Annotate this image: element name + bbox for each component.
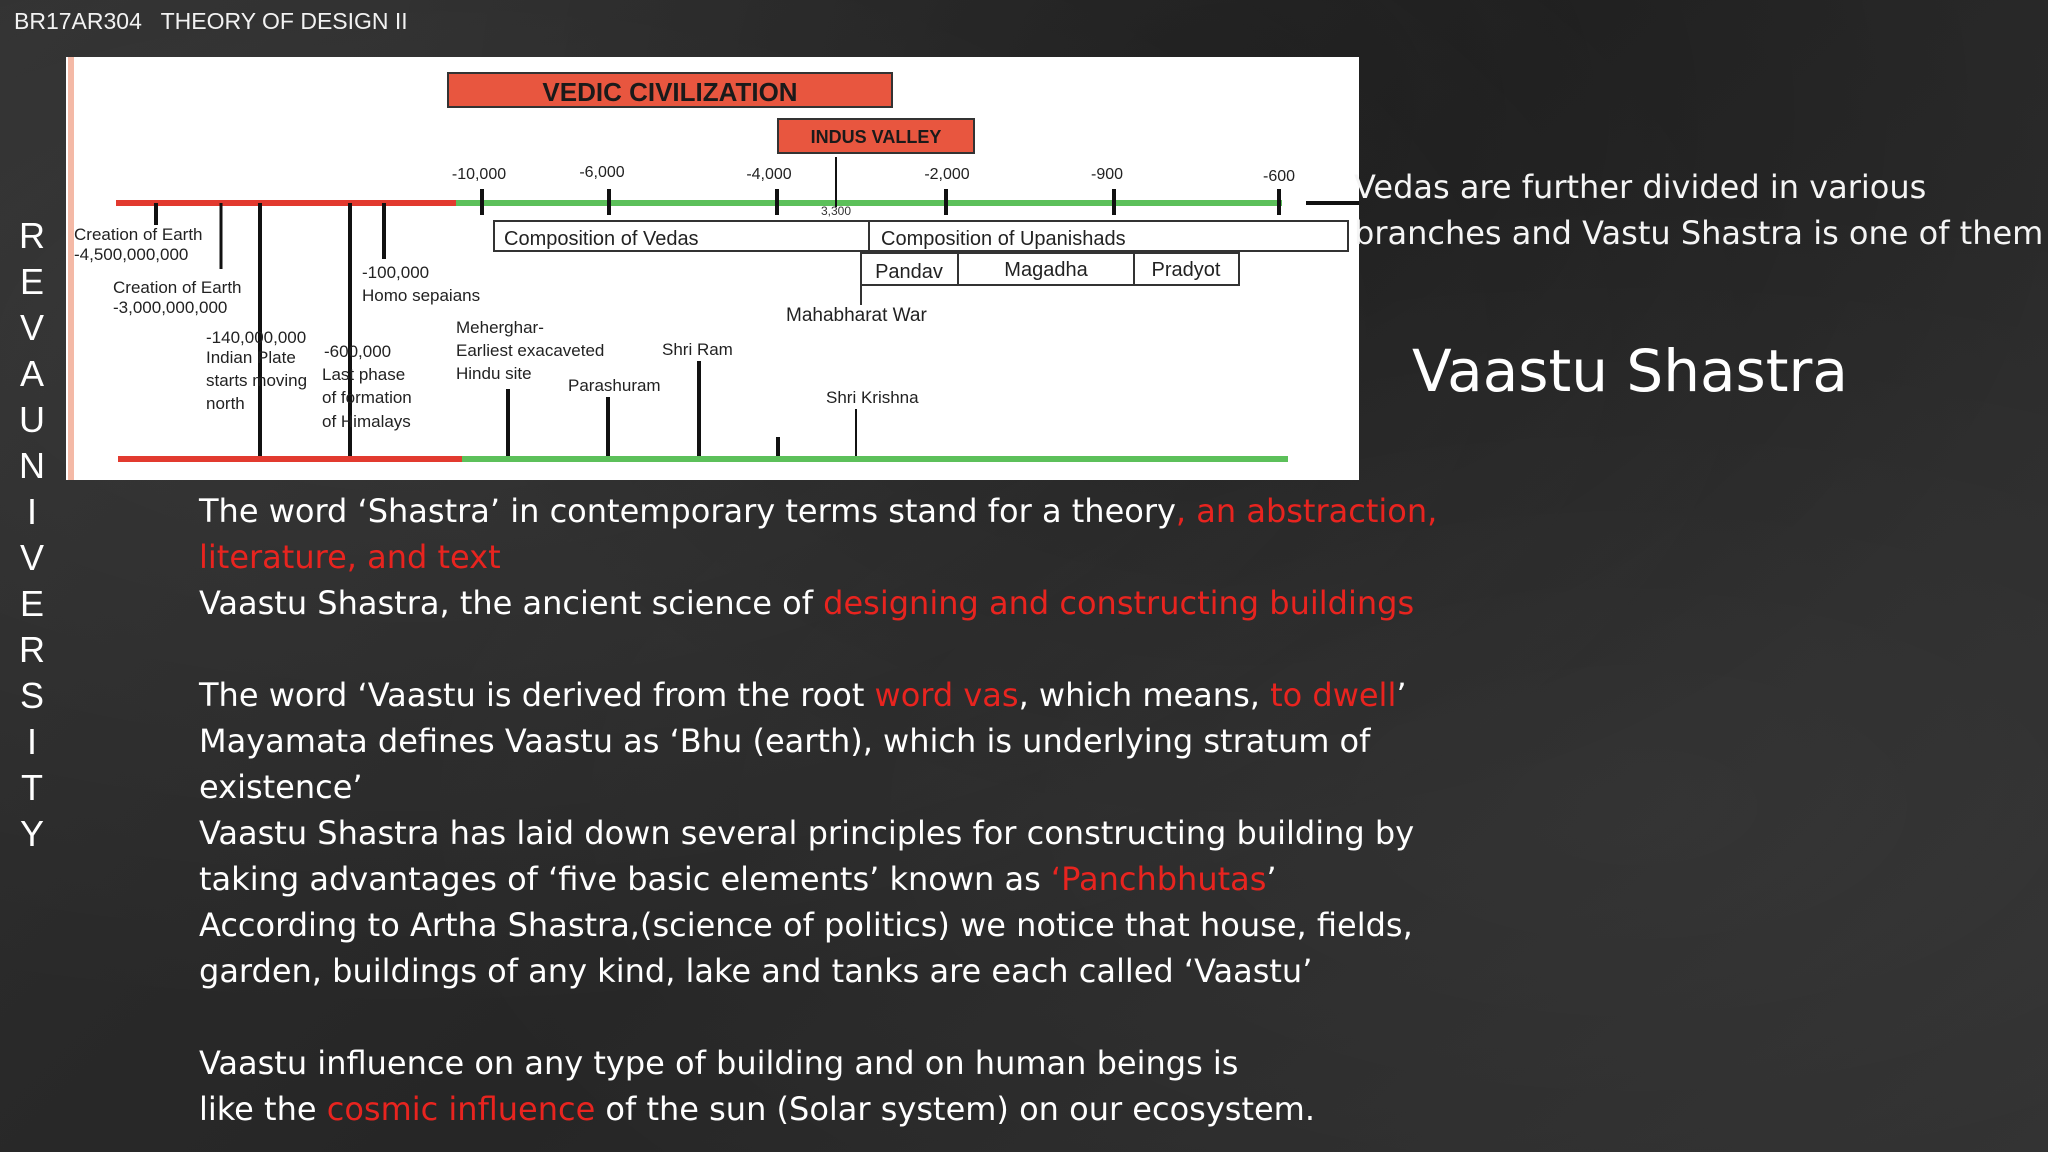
timeline-diagram: VEDIC CIVILIZATION INDUS VALLEY -10,000 … [68, 57, 1359, 480]
pradyot-box [1133, 252, 1240, 286]
vedas-note: Vedas are further divided in various bra… [1354, 164, 2044, 256]
tick-label-6000: -6,000 [579, 164, 624, 181]
event-himalaya-line1: Last phase [322, 365, 405, 384]
indus-valley-box [777, 118, 975, 154]
magadha-label: Magadha [1004, 259, 1088, 281]
course-header: BR17AR304 THEORY OF DESIGN II [14, 8, 408, 34]
tick-label-10000: -10,000 [452, 166, 506, 183]
vertical-letter: Y [19, 813, 44, 854]
paragraph-influence-line2: like the cosmic influence of the sun (So… [199, 1090, 1316, 1128]
paragraph-influence-line1: Vaastu influence on any type of building… [199, 1044, 1239, 1082]
vertical-letter: U [19, 399, 45, 440]
pandav-label: Pandav [875, 261, 943, 283]
vedas-note-line2: branches and Vastu Shastra is one of the… [1354, 214, 2044, 252]
mahabharat-label: Mahabharat War [786, 305, 927, 326]
event-homo-date: -100,000 [362, 263, 429, 282]
event-indian-plate-line1: Indian Plate [206, 348, 296, 367]
body-text: The word ‘Shastra’ in contemporary terms… [199, 488, 1459, 1132]
event-shri-krishna: Shri Krishna [826, 388, 919, 407]
upanishads-bar [868, 220, 1349, 252]
event-homo-name: Homo sepaians [362, 286, 480, 305]
event-indian-plate-line2: starts moving [206, 371, 307, 390]
event-creation-earth-2-name: Creation of Earth [113, 278, 242, 297]
vertical-letter: I [26, 491, 37, 532]
paragraph-vaastu-science: Vaastu Shastra, the ancient science of d… [199, 584, 1415, 622]
tick-label-4000: -4,000 [746, 166, 791, 183]
indus-valley-label: INDUS VALLEY [811, 127, 942, 147]
vedic-civilization-box [447, 72, 893, 108]
vertical-letter: A [19, 353, 44, 394]
vertical-letter: N [19, 445, 45, 486]
paragraph-shastra: The word ‘Shastra’ in contemporary terms… [199, 492, 1438, 576]
vertical-letter: V [19, 537, 44, 578]
vertical-letter: E [19, 261, 44, 302]
paragraph-artha-shastra: According to Artha Shastra,(science of p… [199, 906, 1413, 990]
event-meherghar-line2: Earliest exacaveted [456, 341, 604, 360]
vertical-letter: V [19, 307, 44, 348]
event-shri-ram: Shri Ram [662, 340, 733, 359]
vertical-letter: R [19, 629, 45, 670]
tick-label-3300: 3,300 [821, 204, 851, 218]
vedas-note-line1: Vedas are further divided in various [1354, 168, 1927, 206]
tick-label-600: -600 [1263, 168, 1295, 185]
event-himalaya-line2: of formation [322, 388, 412, 407]
slide-title: Vaastu Shastra [1412, 337, 1848, 405]
vertical-letter: T [21, 767, 43, 808]
paragraph-mayamata: Mayamata defines Vaastu as ‘Bhu (earth),… [199, 722, 1371, 806]
event-creation-earth-2-date: -3,000,000,000 [113, 298, 227, 317]
event-meherghar-line3: Hindu site [456, 364, 532, 383]
paragraph-principles: Vaastu Shastra has laid down several pri… [199, 814, 1415, 898]
event-creation-earth-1-name: Creation of Earth [74, 225, 203, 244]
vertical-letter: R [19, 215, 45, 256]
upanishads-bar-label: Composition of Upanishads [881, 228, 1126, 250]
event-himalaya-line3: of Himalays [322, 412, 411, 431]
vedas-bar-label: Composition of Vedas [504, 228, 699, 250]
event-himalaya-date: -600,000 [324, 342, 391, 361]
vertical-letter: S [19, 675, 44, 716]
event-meherghar-line1: Meherghar- [456, 318, 544, 337]
event-parashuram: Parashuram [568, 376, 661, 395]
vedic-civilization-label: VEDIC CIVILIZATION [542, 77, 797, 107]
paragraph-vaastu-root: The word ‘Vaastu is derived from the roo… [199, 676, 1407, 714]
event-indian-plate-line3: north [206, 394, 245, 413]
vertical-letter: E [19, 583, 44, 624]
event-indian-plate-date: -140,000,000 [206, 328, 306, 347]
timeline-image: VEDIC CIVILIZATION INDUS VALLEY -10,000 … [66, 57, 1359, 480]
event-creation-earth-1-date: -4,500,000,000 [74, 245, 188, 264]
vertical-letter: I [26, 721, 37, 762]
tick-label-900: -900 [1091, 166, 1123, 183]
tick-label-2000: -2,000 [924, 166, 969, 183]
pradyot-label: Pradyot [1152, 259, 1221, 281]
